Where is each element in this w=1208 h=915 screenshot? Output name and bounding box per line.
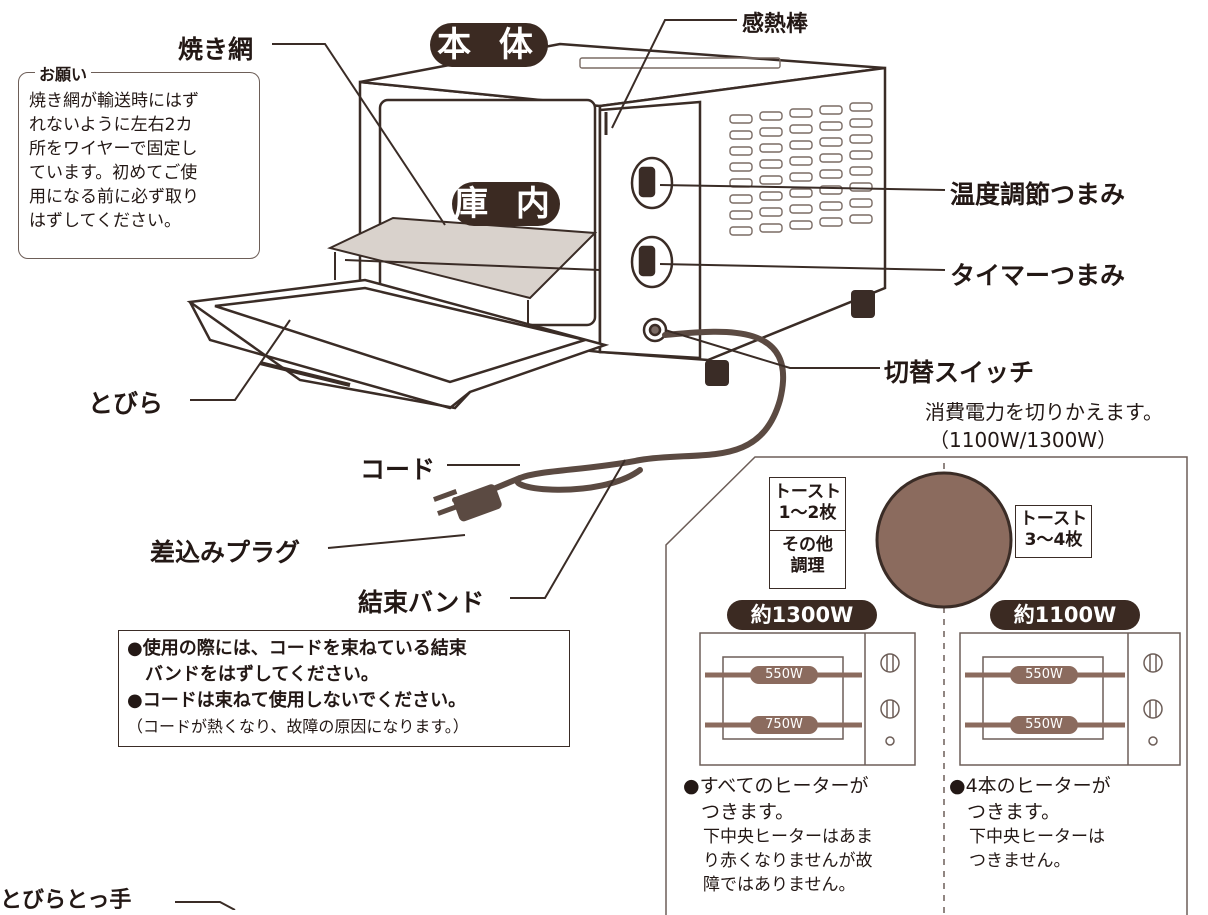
- warning-line4: （コードが熱くなり、故障の原因になります。）: [127, 717, 469, 736]
- request-line: 所をワイヤーで固定し: [29, 139, 198, 159]
- label-door-handle: とびらとっ手: [0, 888, 132, 913]
- left-box-text: 調理: [790, 556, 825, 576]
- switch-desc-line2: （1100W/1300W）: [929, 428, 1118, 452]
- left-heater-top: 550W: [750, 666, 818, 684]
- switch-panel: トースト 1〜2枚 その他 調理 トースト 3〜4枚 約1300W 約1100W…: [665, 455, 1205, 915]
- right-watt-badge: 約1100W: [990, 600, 1140, 630]
- plug: [433, 484, 502, 522]
- label-band: 結束バンド: [358, 588, 485, 617]
- label-grill-net: 焼き網: [178, 35, 254, 64]
- right-note: ●4本のヒーターが つきます。 下中央ヒーターは つきません。: [949, 773, 1111, 873]
- request-line: れないように左右2カ: [29, 115, 193, 135]
- right-mode-box: トースト 3〜4枚: [1015, 505, 1092, 558]
- left-watt-badge: 約1300W: [727, 600, 877, 630]
- right-note-line: ●4本のヒーターが: [949, 775, 1111, 797]
- request-line: 用になる前に必ず取り: [29, 187, 199, 207]
- oven-body: [358, 42, 887, 362]
- right-sub-line: つきません。: [969, 851, 1071, 871]
- oven-feet: [705, 290, 875, 386]
- left-heater-bottom: 750W: [750, 716, 818, 734]
- request-note-title: お願い: [35, 61, 92, 85]
- label-heat-sensor: 感熱棒: [742, 12, 809, 37]
- request-line: ています。初めてご使: [29, 163, 198, 183]
- warning-line3: ●コードは束ねて使用しないでください。: [127, 690, 467, 711]
- right-note-line: つきます。: [967, 801, 1061, 823]
- left-sub-line: 下中央ヒーターはあま: [703, 827, 873, 847]
- left-box-text: その他: [782, 535, 833, 555]
- switch-desc-line1: 消費電力を切りかえます。: [925, 400, 1163, 424]
- mini-oven-right: [959, 632, 1181, 766]
- left-note-line: つきます。: [701, 801, 795, 823]
- right-heater-bottom: 550W: [1010, 716, 1078, 734]
- warning-line2: バンドをはずしてください。: [127, 664, 379, 685]
- label-cord: コード: [360, 455, 436, 484]
- right-sub-line: 下中央ヒーターは: [969, 827, 1105, 847]
- request-line: 焼き網が輸送時にはず: [29, 91, 199, 111]
- left-box-text: 1〜2枚: [778, 503, 837, 523]
- label-plug: 差込みプラグ: [150, 538, 301, 567]
- label-temp-knob: 温度調節つまみ: [950, 180, 1126, 209]
- mini-oven-left: [699, 632, 916, 766]
- main-body-pill: 本 体: [430, 23, 548, 67]
- oven-knobs: [630, 156, 674, 343]
- right-heater-top: 550W: [1010, 666, 1078, 684]
- left-note: ●すべてのヒーターが つきます。 下中央ヒーターはあま り赤くなりませんが故 障…: [683, 773, 873, 897]
- switch-description: 消費電力を切りかえます。 （1100W/1300W）: [925, 398, 1163, 454]
- label-door: とびら: [88, 389, 164, 418]
- left-mode-box: トースト 1〜2枚 その他 調理: [769, 477, 846, 589]
- request-note: お願い 焼き網が輸送時にはず れないように左右2カ 所をワイヤーで固定し ていま…: [18, 61, 260, 259]
- right-box-text: トースト: [1019, 509, 1088, 529]
- oven-vents: [579, 57, 873, 236]
- left-sub-line: 障ではありません。: [703, 875, 856, 895]
- cord-warning-box: ●使用の際には、コードを束ねている結束 バンドをはずしてください。 ●コードは束…: [118, 630, 570, 747]
- interior-pill: 庫 内: [452, 182, 560, 226]
- label-switch: 切替スイッチ: [884, 358, 1035, 387]
- grill-net: [327, 216, 601, 345]
- label-timer-knob: タイマーつまみ: [950, 261, 1126, 290]
- left-box-text: トースト: [773, 482, 842, 502]
- leader-lines: [175, 19, 946, 910]
- oven-door: [186, 278, 610, 410]
- left-note-line: ●すべてのヒーターが: [683, 775, 869, 797]
- warning-line1: ●使用の際には、コードを束ねている結束: [127, 638, 467, 659]
- right-box-text: 3〜4枚: [1024, 530, 1083, 550]
- left-sub-line: り赤くなりませんが故: [703, 851, 873, 871]
- request-line: はずしてください。: [29, 211, 181, 231]
